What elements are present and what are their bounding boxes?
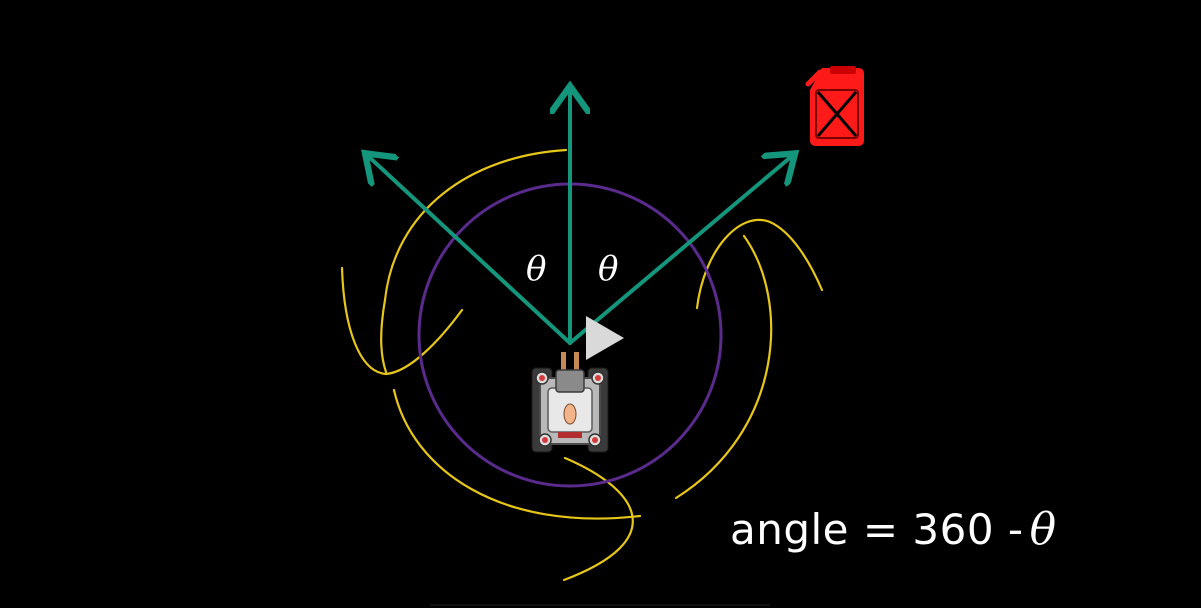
swirl-right-outer [674, 234, 773, 500]
arrow-left [368, 156, 572, 345]
arrow-right [568, 156, 792, 345]
angle-formula: angle = 360 -θ [730, 504, 1057, 555]
play-icon[interactable] [586, 316, 624, 360]
swirl-left [340, 266, 464, 376]
swirl-bottom [562, 456, 634, 582]
direction-arrows [368, 90, 792, 345]
swirl-right-upper [695, 218, 824, 310]
formula-theta: θ [1029, 504, 1057, 555]
swirl-lines [340, 148, 824, 582]
tank-sprite [531, 352, 609, 453]
theta-right-label: θ [598, 249, 618, 289]
bottom-divider [430, 604, 770, 606]
formula-text: angle = 360 - [730, 505, 1024, 554]
swirl-bottom-left [392, 388, 642, 520]
swirl-top-left [380, 148, 568, 374]
theta-left-label: θ [526, 249, 546, 289]
fuel-can-icon [805, 66, 864, 146]
